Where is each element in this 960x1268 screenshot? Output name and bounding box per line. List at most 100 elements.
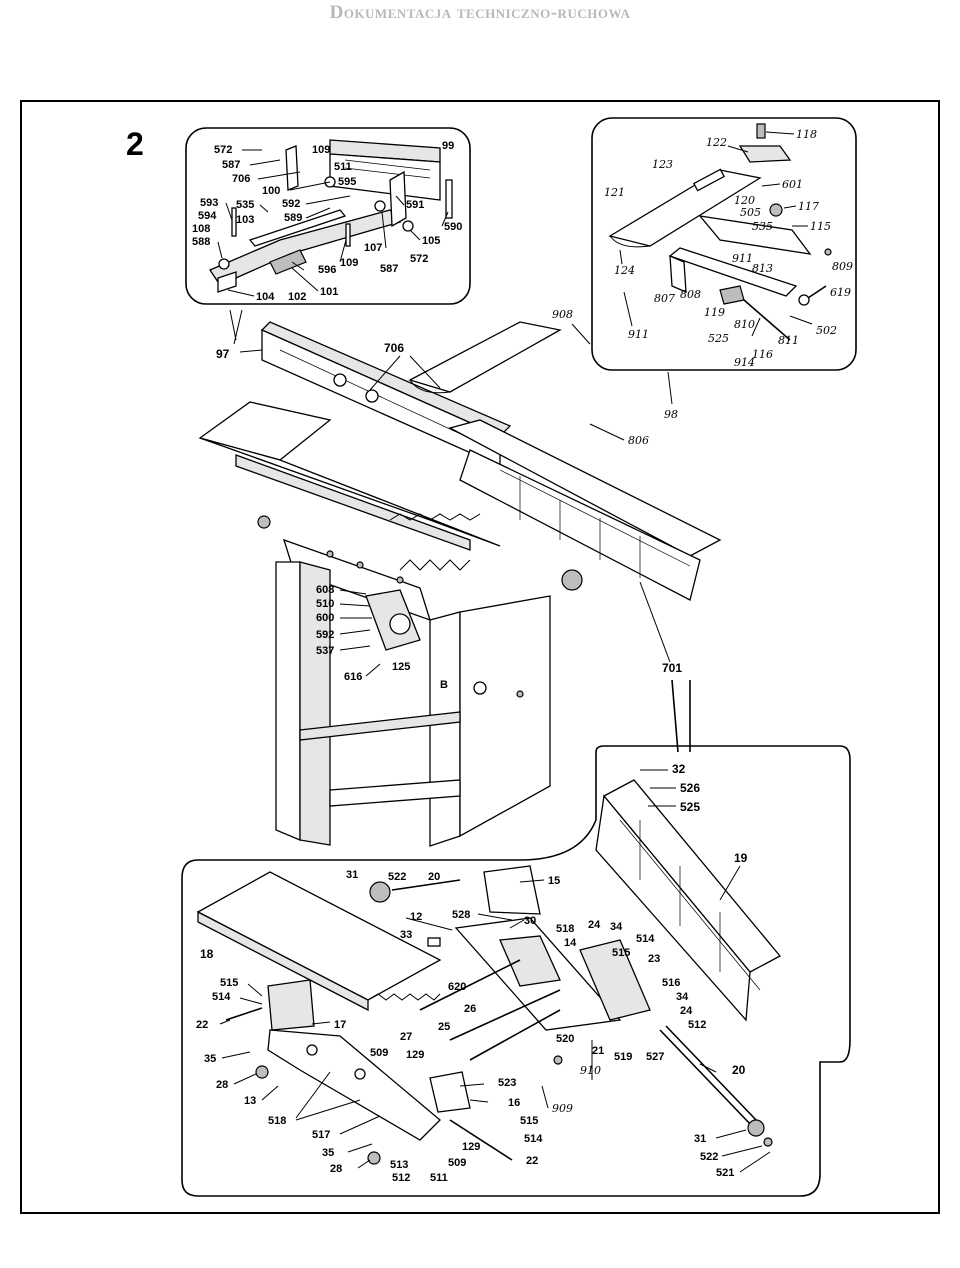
callout: 537 xyxy=(316,645,334,657)
callout: 129 xyxy=(406,1049,424,1061)
callout: 813 xyxy=(752,262,773,275)
callout: 811 xyxy=(778,334,799,347)
callout: 520 xyxy=(556,1033,574,1045)
callout: 527 xyxy=(646,1051,664,1063)
callout: 587 xyxy=(380,263,398,275)
detail-parts-bottom xyxy=(196,779,782,1165)
callouts-top-left: 572 587 109 99 511 706 595 100 592 591 5… xyxy=(192,140,462,303)
callout: 810 xyxy=(734,318,755,331)
callout: 17 xyxy=(334,1019,346,1031)
callout: 572 xyxy=(214,144,232,156)
callout: 619 xyxy=(830,286,851,299)
callout: 22 xyxy=(526,1155,538,1167)
callout: 104 xyxy=(256,291,275,303)
callout: 509 xyxy=(448,1157,466,1169)
callout: 523 xyxy=(498,1077,516,1089)
callout: 13 xyxy=(244,1095,256,1107)
document-header-title: Dokumentacja techniczno-ruchowa xyxy=(329,2,631,23)
callout: 505 xyxy=(740,206,761,219)
callout: 20 xyxy=(732,1063,746,1077)
callout: 25 xyxy=(438,1021,450,1033)
callout: 33 xyxy=(400,929,412,941)
callout: 511 xyxy=(334,161,352,173)
callout: 526 xyxy=(680,781,700,795)
detail-balloon-top-left xyxy=(185,127,471,305)
callout: 129 xyxy=(462,1141,480,1153)
callout: 522 xyxy=(388,871,406,883)
callout: 109 xyxy=(312,144,330,156)
callout: 24 xyxy=(680,1005,693,1017)
callout: 515 xyxy=(520,1115,538,1127)
callout: 116 xyxy=(752,348,773,361)
callout: 516 xyxy=(662,977,680,989)
callout: 23 xyxy=(648,953,660,965)
callout: 620 xyxy=(448,981,466,993)
callout: 27 xyxy=(400,1031,412,1043)
callout: 100 xyxy=(262,185,280,197)
callout: 517 xyxy=(312,1129,330,1141)
callout: 26 xyxy=(464,1003,476,1015)
callout: 596 xyxy=(318,264,336,276)
callout: 509 xyxy=(370,1047,388,1059)
callout: 706 xyxy=(232,173,250,185)
callout: 908 xyxy=(552,308,573,321)
callout: 600 xyxy=(316,612,334,624)
callout: 706 xyxy=(384,341,404,355)
callout: 101 xyxy=(320,286,338,298)
detail-balloon-top-right xyxy=(591,117,857,371)
callout: 512 xyxy=(688,1019,706,1031)
callout: 98 xyxy=(664,408,678,421)
callout: 31 xyxy=(694,1133,706,1145)
callout: 525 xyxy=(708,332,729,345)
callout: 591 xyxy=(406,199,424,211)
callout: 910 xyxy=(580,1064,601,1077)
callout: 502 xyxy=(816,324,837,337)
callout: 514 xyxy=(524,1133,543,1145)
callout: 12 xyxy=(410,911,422,923)
callout: 31 xyxy=(346,869,358,881)
callout: 616 xyxy=(344,671,362,683)
callout: 34 xyxy=(610,921,623,933)
callout: 535 xyxy=(236,199,254,211)
callout: 34 xyxy=(676,991,689,1003)
callout: 99 xyxy=(442,140,454,152)
callout: 117 xyxy=(798,200,819,213)
callout: 122 xyxy=(706,136,727,149)
callout: 512 xyxy=(392,1172,410,1184)
callouts-bottom-right: 32 526 525 19 xyxy=(672,762,748,865)
callout: 22 xyxy=(196,1019,208,1031)
callout: 120 xyxy=(734,194,755,207)
figure-frame xyxy=(20,100,940,1214)
callout: 513 xyxy=(390,1159,408,1171)
callout: 35 xyxy=(322,1147,334,1159)
leader-lines-top-left xyxy=(217,149,449,297)
callout: 14 xyxy=(564,937,577,949)
callout: 528 xyxy=(452,909,470,921)
callout: 515 xyxy=(220,977,238,989)
callout: 590 xyxy=(444,221,462,233)
callout: 608 xyxy=(316,584,334,596)
callout: 107 xyxy=(364,242,382,254)
callouts-bottom: 31 522 20 15 12 528 30 518 24 34 14 515 … xyxy=(196,869,746,1184)
callout: 115 xyxy=(810,220,831,233)
callout: 519 xyxy=(614,1051,632,1063)
callout: 518 xyxy=(556,923,574,935)
callout: 121 xyxy=(604,186,625,199)
callout: 21 xyxy=(592,1045,604,1057)
callout: 105 xyxy=(422,235,440,247)
callout: 18 xyxy=(200,947,214,961)
detail-balloon-bottom xyxy=(181,745,851,1197)
callout: 108 xyxy=(192,223,210,235)
callout: 119 xyxy=(704,306,725,319)
callout: 592 xyxy=(316,629,334,641)
callout: 914 xyxy=(734,356,755,369)
callout: 701 xyxy=(662,661,682,675)
callout: 514 xyxy=(212,991,231,1003)
callouts-top-right: 118 122 123 601 121 120 505 117 115 535 … xyxy=(604,128,853,369)
callout: 102 xyxy=(288,291,306,303)
callout: 593 xyxy=(200,197,218,209)
callout: 601 xyxy=(782,178,803,191)
callouts-main: 97 706 908 98 806 608 510 600 592 537 12… xyxy=(216,308,682,683)
callout: 24 xyxy=(588,919,601,931)
